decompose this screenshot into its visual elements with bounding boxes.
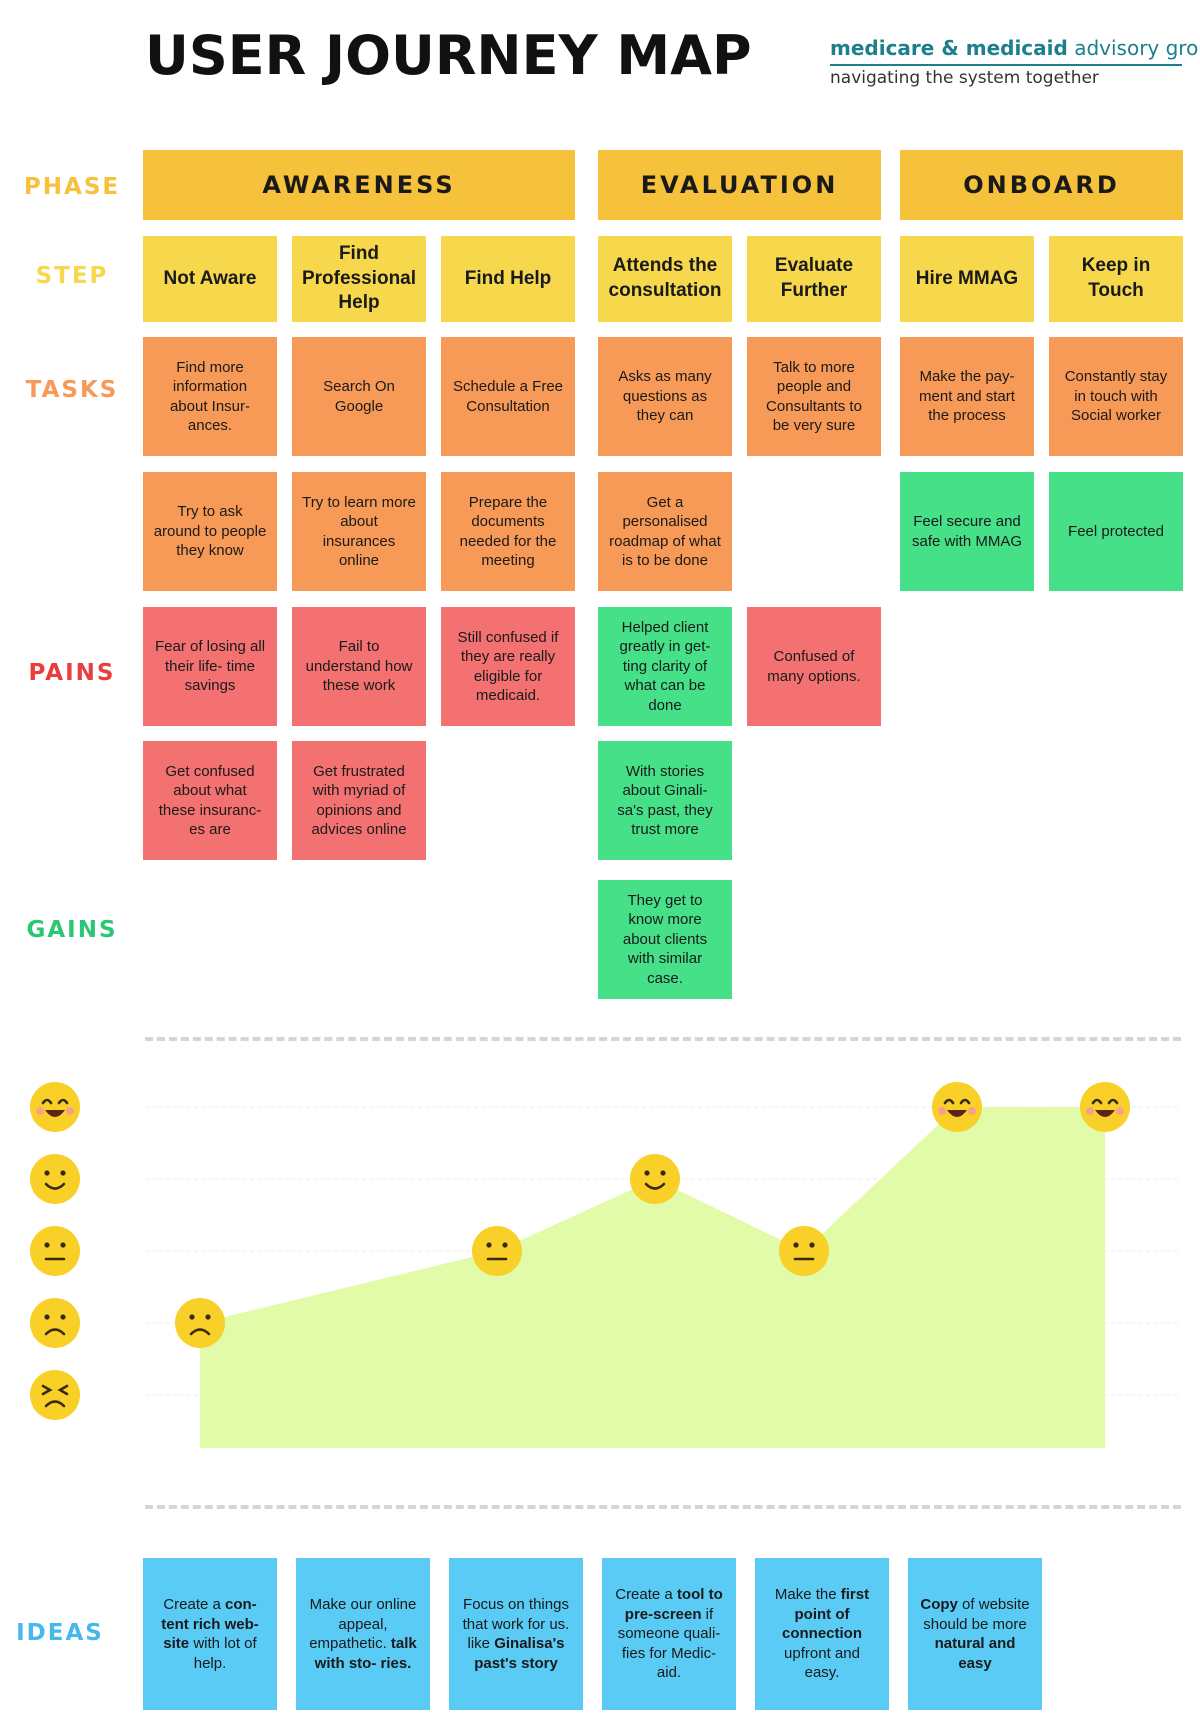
task-card: Try to ask around to people they know	[143, 472, 277, 591]
very-happy-face-icon	[1080, 1082, 1130, 1132]
gain-card: Feel secure and safe with MMAG	[900, 472, 1034, 591]
task-card: Try to learn more about insurances onlin…	[292, 472, 426, 591]
pain-card: Fail to understand how these work	[292, 607, 426, 726]
idea-card: Make the first point of connection upfro…	[755, 1558, 889, 1710]
row-label-ideas: IDEAS	[16, 1620, 104, 1646]
step-card: Find Help	[441, 236, 575, 322]
task-card: Prepare the documents needed for the mee…	[441, 472, 575, 591]
pain-card: Fear of losing all their life- time savi…	[143, 607, 277, 726]
section-divider	[145, 1037, 1181, 1041]
task-card: Asks as many questions as they can	[598, 337, 732, 456]
brand-divider	[830, 64, 1182, 66]
idea-card: Focus on things that work for us. like G…	[449, 1558, 583, 1710]
gain-card: Helped client greatly in get- ting clari…	[598, 607, 732, 726]
task-card: Talk to more people and Consultants to b…	[747, 337, 881, 456]
gain-card: Feel protected	[1049, 472, 1183, 591]
happy-face-icon	[30, 1154, 80, 1204]
happy-face-icon	[630, 1154, 680, 1204]
task-card: Constantly stay in touch with Social wor…	[1049, 337, 1183, 456]
neutral-face-icon	[30, 1226, 80, 1276]
brand-name-light: advisory group	[1074, 36, 1200, 60]
idea-card: Create a con- tent rich web- site with l…	[143, 1558, 277, 1710]
step-card: Find Professional Help	[292, 236, 426, 322]
emotion-curve-chart	[30, 1082, 1180, 1448]
emotion-area	[200, 1107, 1105, 1448]
upset-face-icon	[30, 1370, 80, 1420]
neutral-face-icon	[472, 1226, 522, 1276]
idea-card: Create a tool to pre-screen if someone q…	[602, 1558, 736, 1710]
brand-tagline: navigating the system together	[830, 68, 1099, 88]
pain-card: Still confused if they are really eligib…	[441, 607, 575, 726]
gain-card: They get to know more about clients with…	[598, 880, 732, 999]
very-happy-face-icon	[932, 1082, 982, 1132]
phase-awareness: AWARENESS	[143, 150, 575, 220]
pain-card: Get confused about what these insuranc- …	[143, 741, 277, 860]
step-card: Not Aware	[143, 236, 277, 322]
row-label-step: STEP	[35, 263, 109, 289]
page-title: USER JOURNEY MAP	[145, 24, 752, 87]
brand-logo: medicare & medicaid advisory group	[830, 36, 1200, 60]
row-label-pains: PAINS	[28, 660, 116, 686]
step-card: Evaluate Further	[747, 236, 881, 322]
task-card: Make the pay- ment and start the process	[900, 337, 1034, 456]
neutral-face-icon	[779, 1226, 829, 1276]
task-card: Get a personalised roadmap of what is to…	[598, 472, 732, 591]
very-happy-face-icon	[30, 1082, 80, 1132]
idea-card: Copy of website should be more natural a…	[908, 1558, 1042, 1710]
task-card: Find more information about Insur- ances…	[143, 337, 277, 456]
step-card: Keep in Touch	[1049, 236, 1183, 322]
task-card: Schedule a Free Consultation	[441, 337, 575, 456]
pain-card: Confused of many options.	[747, 607, 881, 726]
sad-face-icon	[30, 1298, 80, 1348]
sad-face-icon	[175, 1298, 225, 1348]
row-label-gains: GAINS	[26, 917, 118, 943]
section-divider	[145, 1505, 1181, 1509]
step-card: Hire MMAG	[900, 236, 1034, 322]
idea-card: Make our online appeal, empathetic. talk…	[296, 1558, 430, 1710]
step-card: Attends the consultation	[598, 236, 732, 322]
phase-evaluation: EVALUATION	[598, 150, 881, 220]
row-label-tasks: TASKS	[25, 377, 119, 403]
brand-name-bold: medicare & medicaid	[830, 36, 1068, 60]
row-label-phase: PHASE	[23, 174, 121, 200]
gain-card: With stories about Ginali- sa's past, th…	[598, 741, 732, 860]
task-card: Search On Google	[292, 337, 426, 456]
phase-onboard: ONBOARD	[900, 150, 1183, 220]
pain-card: Get frustrated with myriad of opinions a…	[292, 741, 426, 860]
